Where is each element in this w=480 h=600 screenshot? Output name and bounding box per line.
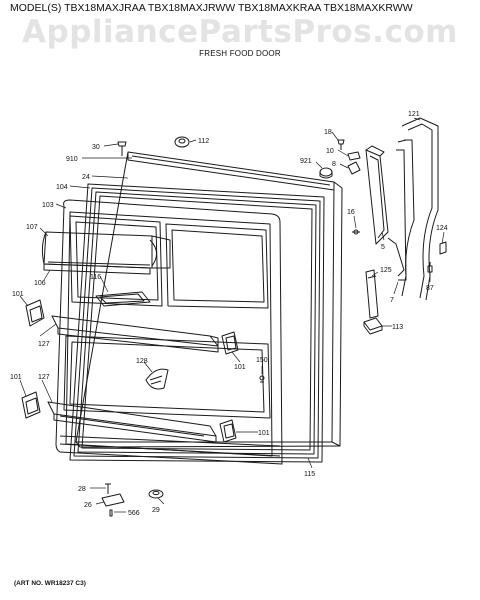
dairy-hinge-bar bbox=[43, 263, 151, 275]
part-callouts: 30 112 910 24 104 103 107 106 116 101 12… bbox=[10, 111, 448, 517]
screw-16 bbox=[352, 229, 360, 235]
handle-clip-124 bbox=[439, 241, 447, 255]
part-label: 5 bbox=[381, 244, 385, 251]
leader-lines bbox=[19, 117, 445, 513]
part-label: 127 bbox=[38, 341, 50, 348]
bushing-29 bbox=[148, 489, 164, 499]
part-label: 101 bbox=[234, 364, 246, 371]
part-label: 125 bbox=[380, 267, 392, 274]
plug-112 bbox=[174, 136, 190, 148]
part-label: 107 bbox=[26, 224, 38, 231]
part-label: 127 bbox=[38, 374, 50, 381]
part-label: 115 bbox=[304, 471, 315, 478]
part-label: 124 bbox=[436, 225, 448, 232]
hinge-bracket-5 bbox=[365, 145, 389, 245]
hinge-pin-18 bbox=[337, 139, 345, 150]
door-liner bbox=[55, 199, 283, 465]
part-label: 101 bbox=[12, 291, 24, 298]
part-label: 29 bbox=[152, 507, 160, 514]
screw-150 bbox=[259, 375, 265, 383]
part-label: 116 bbox=[90, 274, 101, 281]
model-line: MODEL(S) TBX18MAXJRAA TBX18MAXJRWW TBX18… bbox=[10, 2, 413, 14]
part-label: 8 bbox=[332, 161, 336, 168]
door-handle-121 bbox=[387, 117, 439, 301]
part-label: 26 bbox=[84, 502, 92, 509]
hinge-cap-10 bbox=[347, 151, 361, 161]
door-outer-panel bbox=[75, 151, 343, 448]
part-label: 18 bbox=[324, 129, 332, 136]
part-label: 101 bbox=[258, 430, 270, 437]
part-label: 30 bbox=[92, 144, 100, 151]
part-label: 101 bbox=[10, 374, 22, 381]
screw-30 bbox=[117, 141, 127, 156]
part-label: 10 bbox=[326, 148, 334, 155]
handle-trim-7 bbox=[396, 149, 407, 281]
part-label: 87 bbox=[426, 285, 434, 292]
watermark: AppliancePartsPros.com bbox=[22, 14, 458, 50]
screw-87 bbox=[427, 262, 433, 273]
hinge-pin-28 bbox=[105, 483, 111, 494]
part-label: 112 bbox=[198, 138, 209, 145]
handle-insert-125 bbox=[365, 269, 379, 319]
door-label-flap bbox=[145, 368, 169, 390]
part-label: 921 bbox=[300, 158, 312, 165]
hinge-bracket-26 bbox=[101, 493, 125, 507]
part-label: 566 bbox=[128, 510, 140, 517]
dairy-door bbox=[41, 231, 171, 269]
hinge-stop-8 bbox=[347, 161, 361, 175]
part-label: 103 bbox=[42, 202, 54, 209]
shelf-support-upper-left bbox=[25, 299, 45, 327]
screw-566 bbox=[109, 509, 113, 517]
door-stop-113 bbox=[363, 317, 383, 335]
part-label: 16 bbox=[347, 209, 355, 216]
part-label: 113 bbox=[392, 324, 403, 331]
shelf-support-upper-right bbox=[221, 331, 239, 355]
art-number: (ART NO. WR18237 C3) bbox=[14, 580, 86, 587]
part-label: 910 bbox=[66, 156, 78, 163]
part-label: 7 bbox=[390, 297, 394, 304]
egg-shelf bbox=[95, 291, 151, 307]
part-label: 106 bbox=[34, 280, 46, 287]
door-gasket bbox=[69, 183, 325, 463]
plug-921 bbox=[319, 167, 333, 179]
part-label: 24 bbox=[82, 174, 90, 181]
door-shelf-lower bbox=[47, 401, 217, 443]
part-label: 28 bbox=[78, 486, 86, 493]
part-label: 104 bbox=[56, 184, 68, 191]
part-label: 150 bbox=[256, 357, 268, 364]
shelf-support-lower-right bbox=[219, 419, 237, 443]
part-label: 128 bbox=[136, 358, 148, 365]
part-label: 121 bbox=[408, 111, 420, 118]
diagram-subtitle: FRESH FOOD DOOR bbox=[199, 49, 281, 58]
shelf-support-lower-left bbox=[21, 391, 41, 419]
